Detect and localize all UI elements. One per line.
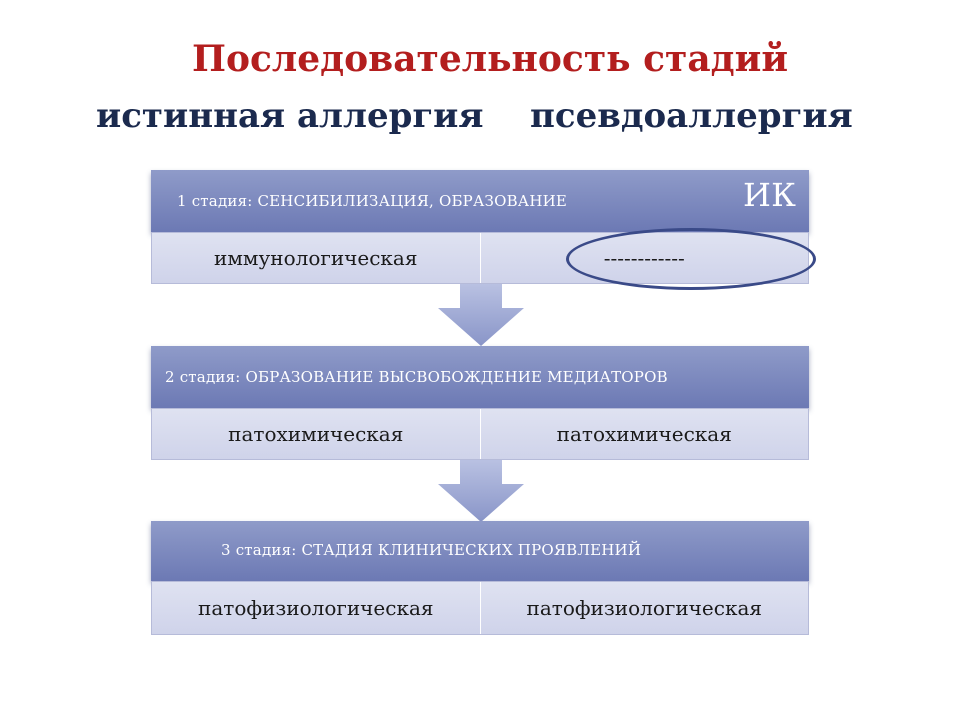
down-arrow-icon xyxy=(438,284,524,346)
stage-1-true-cell: иммунологическая xyxy=(152,233,480,283)
stage-2-header-text: 2 стадия: ОБРАЗОВАНИЕ ВЫСВОБОЖДЕНИЕ МЕДИ… xyxy=(165,368,668,386)
stage-3-pseudo-cell: патофизиологическая xyxy=(479,582,808,634)
stage-3-header: 3 стадия: СТАДИЯ КЛИНИЧЕСКИХ ПРОЯВЛЕНИЙ xyxy=(151,521,809,581)
highlight-oval xyxy=(566,228,816,290)
stage-2-pseudo-cell: патохимическая xyxy=(479,409,808,459)
down-arrow-icon xyxy=(438,460,524,522)
stage-3-true-cell: патофизиологическая xyxy=(152,582,480,634)
stage-1-header: 1 стадия: СЕНСИБИЛИЗАЦИЯ, ОБРАЗОВАНИЕ ИК xyxy=(151,170,809,232)
stage-3-row: патофизиологическая патофизиологическая xyxy=(151,581,809,635)
stage-2-header: 2 стадия: ОБРАЗОВАНИЕ ВЫСВОБОЖДЕНИЕ МЕДИ… xyxy=(151,346,809,408)
subtitle-true-allergy: истинная аллергия xyxy=(96,96,484,136)
stage-2-row: патохимическая патохимическая xyxy=(151,408,809,460)
stage-3-header-text: 3 стадия: СТАДИЯ КЛИНИЧЕСКИХ ПРОЯВЛЕНИЙ xyxy=(221,541,642,559)
stage-2-true-cell: патохимическая xyxy=(152,409,480,459)
page-title: Последовательность стадий xyxy=(191,38,789,80)
subtitle-pseudoallergy: псевдоаллергия xyxy=(530,96,853,136)
stage-1-header-text: 1 стадия: СЕНСИБИЛИЗАЦИЯ, ОБРАЗОВАНИЕ xyxy=(177,192,568,210)
stage-1-header-ik: ИК xyxy=(743,176,797,214)
